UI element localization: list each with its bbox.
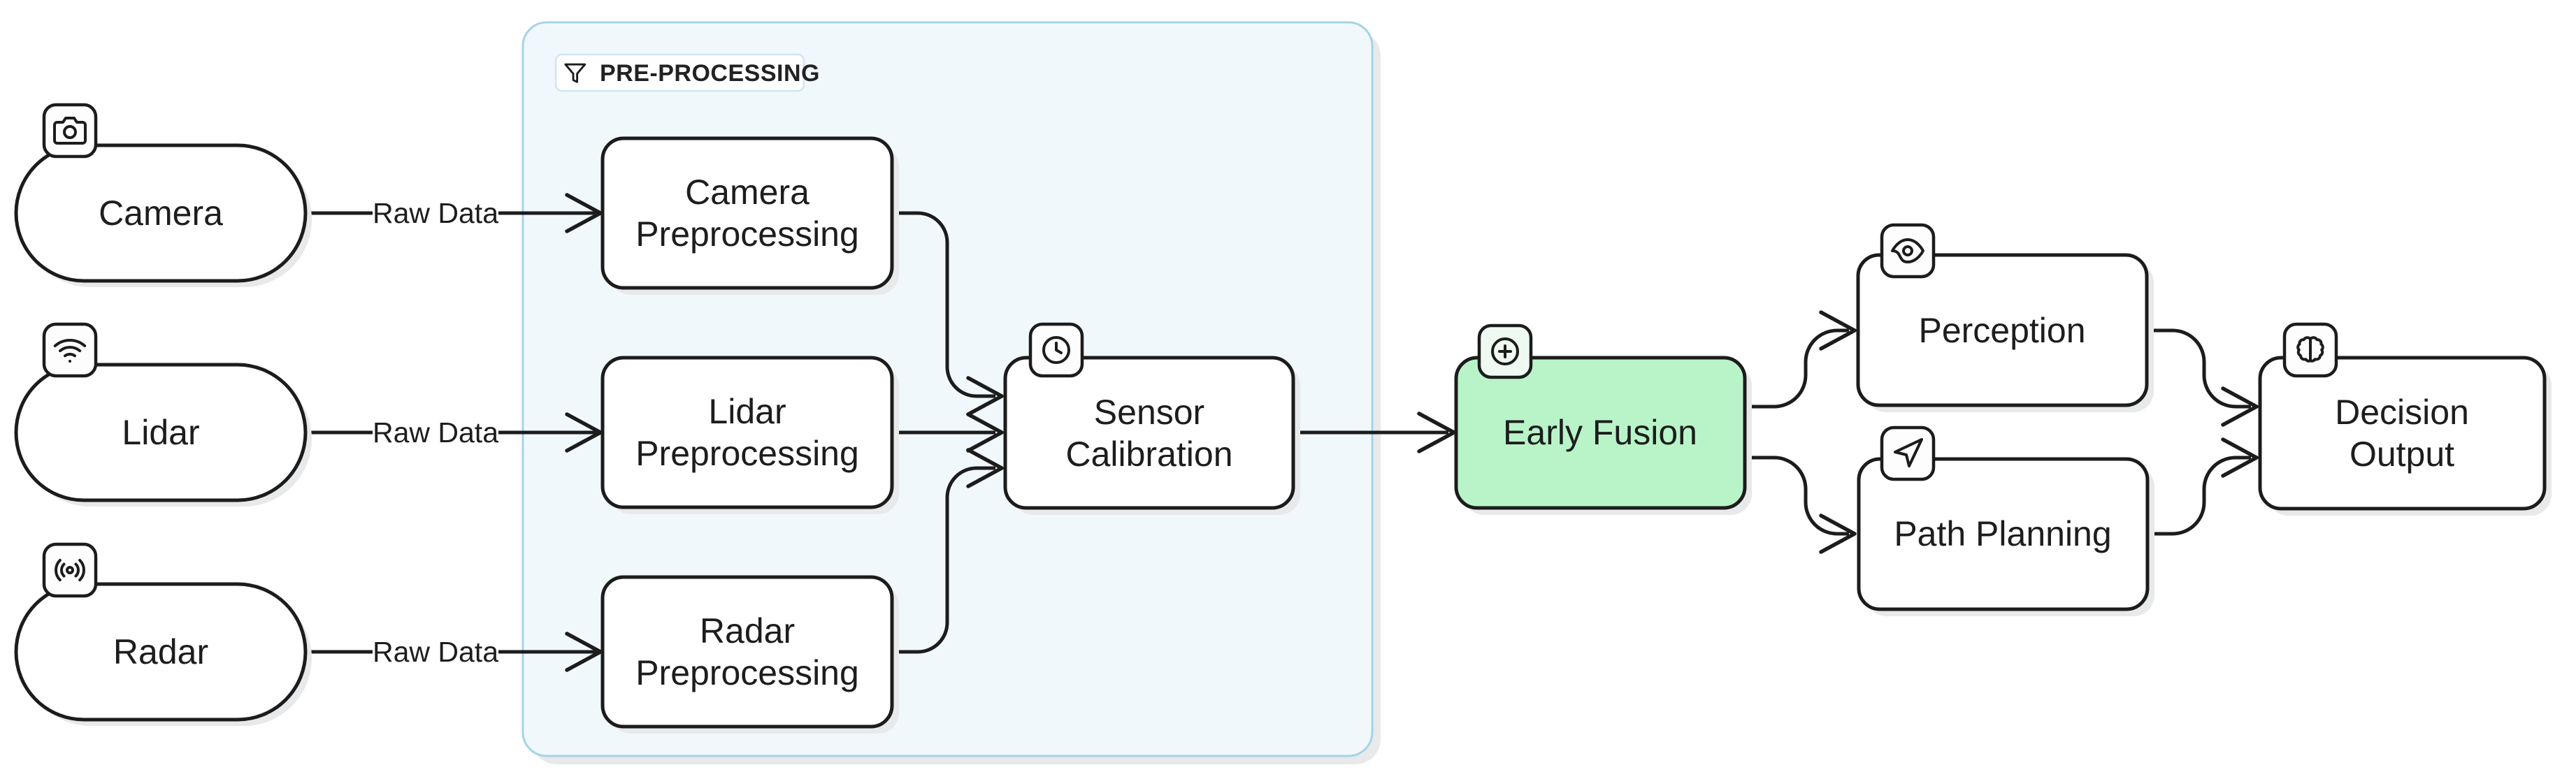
node-shape (600, 575, 894, 729)
node-label-line1: Sensor (1094, 393, 1204, 432)
edge-line (892, 211, 995, 398)
node-radar: Radar (14, 542, 312, 726)
camera-badge (42, 103, 98, 159)
node-path-planning: Path Planning (1857, 425, 2154, 616)
node-label: Lidar (122, 413, 199, 452)
edge-label: Raw Data (373, 416, 498, 449)
node-sensor-calibration: Sensor Calibration (1003, 322, 1300, 515)
edge-path-planning-to-decision-output (2147, 437, 2259, 536)
clock-icon (1042, 336, 1070, 364)
edge-label: Raw Data (373, 197, 498, 229)
decision-output-badge (2282, 322, 2338, 378)
node-shape (600, 356, 894, 509)
arrowhead (565, 412, 603, 453)
plus-circle-icon (1491, 337, 1519, 365)
arrowhead (1819, 514, 1857, 554)
node-lidar-preprocessing: Lidar Preprocessing (600, 356, 899, 514)
arrowhead (2221, 437, 2259, 478)
node-label-line2: Preprocessing (635, 653, 859, 692)
node-label: Early Fusion (1503, 413, 1697, 452)
node-decision-output: Decision Output (2258, 322, 2552, 516)
container-label-chip: PRE-PROCESSING (554, 53, 820, 92)
node-perception: Perception (1856, 223, 2154, 412)
edge-radar-preprocessing-to-sensor-calibration (892, 448, 1004, 654)
navigation-icon (1894, 438, 1923, 467)
node-label-line2: Calibration (1065, 435, 1232, 474)
eye-icon (1891, 238, 1924, 263)
edge-line (2147, 456, 2251, 536)
edge-radar-to-radar-preprocessing: Raw Data (305, 632, 603, 672)
arrowhead (565, 193, 603, 233)
node-label: Radar (113, 632, 208, 671)
node-label-line2: Preprocessing (635, 214, 859, 254)
brain-icon (2296, 336, 2324, 363)
node-early-fusion: Early Fusion (1454, 323, 1752, 515)
node-shape (14, 143, 308, 283)
early-fusion-badge (1477, 323, 1533, 379)
funnel-icon (564, 63, 587, 83)
arrowhead (966, 448, 1004, 488)
edge-line (892, 466, 995, 654)
node-label-line1: Radar (700, 611, 795, 650)
edge-early-fusion-to-perception (1745, 310, 1857, 409)
radar-waves-icon (55, 558, 85, 582)
badge-bg (1880, 425, 1936, 481)
perception-badge (1880, 223, 1936, 279)
node-label-line2: Preprocessing (635, 434, 859, 473)
node-label-line1: Camera (685, 173, 810, 212)
edge-early-fusion-to-path-planning (1745, 456, 1857, 554)
node-shape (14, 582, 308, 722)
edge-line (1745, 328, 1849, 409)
node-radar-preprocessing: Radar Preprocessing (600, 575, 899, 734)
badge-bg (42, 103, 98, 159)
node-shape (2258, 356, 2547, 511)
node-shape (1856, 253, 2149, 407)
badge-bg (42, 322, 98, 378)
node-label-line1: Lidar (708, 392, 786, 431)
radar-badge (42, 542, 98, 598)
edge-camera-preprocessing-to-sensor-calibration (892, 211, 1004, 416)
edge-label: Raw Data (373, 636, 498, 668)
node-shape (1857, 457, 2150, 611)
badge-bg (42, 542, 98, 598)
node-shape (1003, 356, 1295, 510)
arrowhead (1417, 412, 1456, 453)
edge-label-bg (373, 416, 498, 449)
node-label: Perception (1918, 311, 2085, 350)
node-label-line1: Decision (2335, 393, 2469, 432)
node-camera: Camera (14, 103, 312, 287)
container-label: PRE-PROCESSING (600, 60, 820, 87)
node-shape (1454, 356, 1747, 510)
edge-line (2147, 328, 2251, 409)
arrowhead (2221, 386, 2259, 427)
edge-camera-to-camera-preprocessing: Raw Data (305, 193, 603, 233)
node-camera-preprocessing: Camera Preprocessing (600, 136, 899, 295)
arrowhead (565, 632, 603, 672)
wifi-icon (53, 339, 87, 363)
arrowhead (966, 412, 1004, 453)
container-label-bg (554, 53, 805, 92)
camera-icon (53, 117, 87, 145)
edges-layer: Raw Data Raw Data Raw Data (305, 193, 2259, 672)
edge-label-bg (373, 635, 498, 669)
node-label: Camera (99, 194, 223, 233)
edge-label-bg (373, 196, 498, 230)
arrowhead (966, 376, 1004, 416)
edge-lidar-preprocessing-to-sensor-calibration (892, 412, 1004, 453)
sensor-calibration-badge (1028, 322, 1084, 378)
edge-lidar-to-lidar-preprocessing: Raw Data (305, 412, 603, 453)
node-label: Path Planning (1894, 514, 2111, 553)
arrowhead (1819, 310, 1857, 351)
node-label-line2: Output (2350, 435, 2454, 474)
badge-bg (1880, 223, 1936, 279)
edge-sensor-calibration-to-early-fusion (1293, 412, 1456, 453)
node-shape (600, 136, 894, 290)
node-shape (14, 363, 308, 502)
path-planning-badge (1880, 425, 1936, 481)
edge-line (1745, 456, 1849, 536)
node-lidar: Lidar (14, 322, 312, 507)
lidar-badge (42, 322, 98, 378)
edge-perception-to-decision-output (2147, 328, 2259, 427)
